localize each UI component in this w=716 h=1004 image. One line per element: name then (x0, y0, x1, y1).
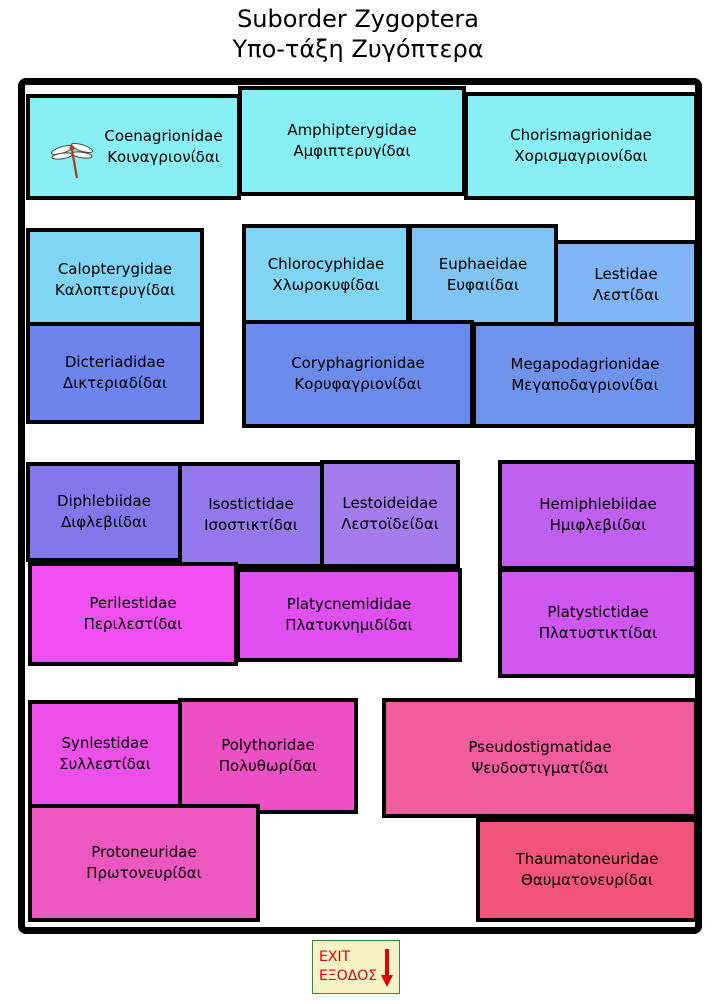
room-greek-name: Διφλεβιίδαι (60, 513, 148, 531)
room-latin-name: Dicteriadidae (64, 353, 166, 371)
room-latin-name: Coenagrionidae (104, 127, 223, 145)
room-latin-name: Thaumatoneuridae (515, 850, 659, 868)
room-latin-name: Polythoridae (221, 736, 315, 754)
room-latin-name: Diphlebiidae (57, 492, 151, 510)
room-latin-name: Lestidae (594, 265, 658, 283)
room-greek-name: Πλατυκνημιδίδαι (285, 616, 413, 634)
arrow-down-icon (381, 949, 393, 987)
room-latin-name: Calopterygidae (57, 260, 173, 278)
room-greek-name: Κορυφαγριονίδαι (294, 375, 422, 393)
room-greek-name: Κοιναγριονίδαι (107, 148, 220, 166)
room-greek-name: Καλοπτερυγίδαι (54, 281, 176, 299)
room-greek-name: Ψευδοστιγματίδαι (471, 759, 609, 777)
room-latin-name: Chorismagrionidae (510, 126, 652, 144)
room-greek-name: Θαυματονευρίδαι (521, 871, 653, 889)
room-greek-name: Περιλεστίδαι (83, 615, 183, 633)
room-greek-name: Ευφαιίδαι (446, 276, 520, 294)
room-greek-name: Δικτεριαδίδαι (62, 374, 168, 392)
room-latin-name: Coryphagrionidae (291, 354, 425, 372)
room-greek-name: Ισοστικτίδαι (204, 516, 298, 534)
room-latin-name: Isostictidae (208, 495, 294, 513)
room-greek-name: Πρωτονευρίδαι (86, 864, 202, 882)
title-greek: Υπο-τάξη Ζυγόπτερα (232, 35, 484, 63)
room-latin-name: Megapodagrionidae (510, 355, 660, 373)
room-greek-name: Λεστίδαι (592, 286, 660, 304)
room-greek-name: Λεστοϊδείδαι (341, 515, 439, 533)
room-latin-name: Lestoideidae (342, 494, 438, 512)
room-latin-name: Perilestidae (89, 594, 177, 612)
room-latin-name: Amphipterygidae (287, 121, 417, 139)
room-latin-name: Hemiphlebiidae (539, 495, 657, 513)
page-title: Suborder Zygoptera Υπο-τάξη Ζυγόπτερα (0, 4, 716, 64)
room-latin-name: Platystictidae (547, 603, 649, 621)
room-greek-name: Πλατυστικτίδαι (538, 624, 658, 642)
room-latin-name: Chlorocyphidae (267, 255, 385, 273)
room-greek-name: Χλωροκυφίδαι (272, 276, 380, 294)
room-greek-name: Αμφιπτερυγίδαι (293, 142, 411, 160)
room-latin-name: Euphaeidae (438, 255, 528, 273)
room-latin-name: Platycnemididae (286, 595, 412, 613)
exit-label-en: EXIT (319, 949, 351, 965)
room-greek-name: Πολυθωρίδαι (218, 757, 318, 775)
title-latin: Suborder Zygoptera (237, 5, 479, 33)
room-latin-name: Pseudostigmatidae (468, 738, 612, 756)
room-greek-name: Μεγαποδαγριονίδαι (511, 376, 659, 394)
room-greek-name: Συλλεστίδαι (59, 755, 151, 773)
room-latin-name: Protoneuridae (91, 843, 197, 861)
exit-label-gr: ΕΞΟΔΟΣ (319, 968, 378, 984)
room-greek-name: Χορισμαγριονίδαι (514, 147, 648, 165)
dragonfly-icon (50, 142, 94, 179)
room-greek-name: Ημιφλεβιίδαι (549, 516, 647, 534)
room-latin-name: Synlestidae (61, 734, 149, 752)
exit-button[interactable]: EXIT ΕΞΟΔΟΣ (312, 940, 400, 994)
